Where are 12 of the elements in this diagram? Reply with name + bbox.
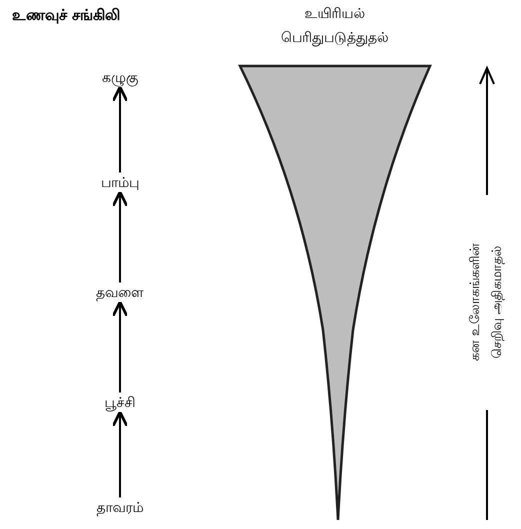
arrow xyxy=(112,300,128,392)
organism-label: தவளை xyxy=(96,284,144,302)
title: உணவுச் சங்கிலி xyxy=(12,6,120,26)
organism-label: தாவரம் xyxy=(96,500,144,516)
organism-label: பூச்சி xyxy=(104,394,136,412)
axis-label: கன உலோகங்களின் செறிவு அதிகமாதல் xyxy=(467,242,506,364)
arrow xyxy=(112,86,128,172)
organism-label: கழுகு xyxy=(102,70,138,86)
arrow xyxy=(112,190,128,282)
heading: உயிரியல் பெரிதுபடுத்துதல் xyxy=(280,5,390,48)
arrow xyxy=(112,410,128,498)
organism-label: பாம்பு xyxy=(101,174,139,192)
